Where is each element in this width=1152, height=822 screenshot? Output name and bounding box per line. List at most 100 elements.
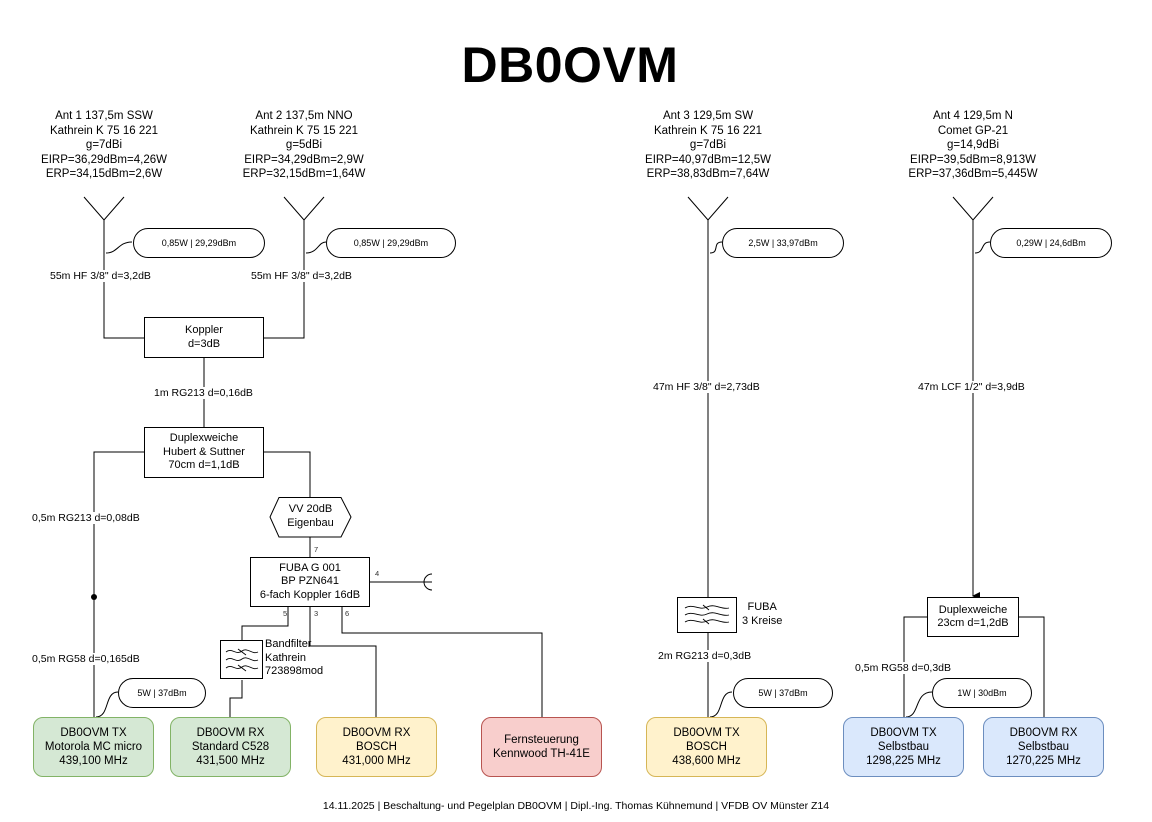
device-frequency: 439,100 MHz	[59, 755, 128, 767]
wire-duplex23-tx	[903, 616, 927, 717]
antenna-3-icon	[687, 196, 729, 597]
antenna-gain: g=14,9dBi	[946, 139, 1000, 151]
antenna-name: Ant 4 129,5m N	[933, 110, 1013, 122]
page-title: DB0OVM	[461, 37, 679, 93]
antenna-model: Kathrein K 75 16 221	[653, 124, 763, 137]
cable-label-ant4: 47m LCF 1/2" d=3,9dB	[917, 381, 1026, 393]
device-name: DB0OVM RX	[342, 727, 411, 739]
fuba-filter-label: FUBA 3 Kreise	[742, 601, 782, 628]
device-name: DB0OVM TX	[60, 727, 127, 739]
device-frequency: 1270,225 MHz	[1006, 755, 1081, 767]
antenna-eirp: EIRP=34,29dBm=2,9W	[244, 153, 364, 166]
antenna-erp: ERP=37,36dBm=5,445W	[908, 168, 1038, 180]
cable-label-tx-bosch: 2m RG213 d=0,3dB	[657, 650, 753, 662]
cable-label-koppler: 1m RG213 d=0,16dB	[153, 387, 254, 399]
duplexer-maker: Hubert & Suttner	[163, 445, 245, 458]
wire-duplex23-rx	[1019, 616, 1045, 717]
cable-label-duplex23: 0,5m RG58 d=0,3dB	[854, 662, 953, 674]
power-label-tx-bosch: 5W | 37dBm	[733, 678, 833, 708]
preamp-subtitle: Eigenbau	[287, 517, 334, 529]
antenna-model: Kathrein K 75 15 221	[249, 124, 359, 137]
koppler-title: Koppler	[185, 324, 223, 336]
device-remote-control: Fernsteuerung Kennwood TH-41E	[481, 717, 602, 777]
cable-label-tx1: 0,5m RG58 d=0,165dB	[31, 653, 141, 665]
antenna-gain: g=7dBi	[689, 139, 727, 151]
antenna-erp: ERP=32,15dBm=1,64W	[242, 168, 366, 180]
wire-duplex-tx1	[93, 451, 144, 717]
port-7: 7	[314, 545, 319, 554]
coupler-title: FUBA G 001	[279, 561, 341, 574]
antenna-model: Kathrein K 75 16 221	[49, 124, 159, 137]
device-frequency: 431,500 MHz	[196, 755, 265, 767]
duplexer-23cm-box: Duplexweiche 23cm d=1,2dB	[927, 597, 1019, 637]
device-name: DB0OVM TX	[870, 727, 937, 739]
fuba-filter-spec: 3 Kreise	[742, 614, 783, 627]
wire-port6	[341, 606, 543, 717]
wire-port3	[309, 606, 377, 717]
device-model: Motorola MC micro	[44, 741, 143, 753]
antenna-eirp: EIRP=40,97dBm=12,5W	[645, 153, 771, 166]
duplexer-70cm-box: Duplexweiche Hubert & Suttner 70cm d=1,1…	[144, 427, 264, 478]
device-model: Standard C528	[191, 741, 270, 753]
port-6: 6	[345, 609, 350, 618]
wire-bandfilter-rx	[229, 680, 243, 717]
fuba-filter-icon	[677, 597, 737, 633]
koppler-box: Koppler d=3dB	[144, 317, 264, 358]
bandfilter-title: Bandfilter	[265, 638, 312, 650]
antenna-3-info: Ant 3 129,5m SW Kathrein K 75 16 221 g=7…	[608, 109, 808, 182]
power-label-tx1: 5W | 37dBm	[118, 678, 206, 708]
device-frequency: 1298,225 MHz	[866, 755, 941, 767]
antenna-2-icon	[264, 196, 325, 339]
antenna-2-info: Ant 2 137,5m NNO Kathrein K 75 15 221 g=…	[204, 109, 404, 182]
cable-label-ant3: 47m HF 3/8" d=2,73dB	[652, 381, 761, 393]
antenna-1-info: Ant 1 137,5m SSW Kathrein K 75 16 221 g=…	[4, 109, 204, 182]
power-label-ant2: 0,85W | 29,29dBm	[326, 228, 456, 258]
device-rx-bosch: DB0OVM RX BOSCH 431,000 MHz	[316, 717, 437, 777]
device-model: Kennwood TH-41E	[493, 748, 590, 760]
duplexer-title: Duplexweiche	[938, 603, 1008, 616]
antenna-4-info: Ant 4 129,5m N Comet GP-21 g=14,9dBi EIR…	[873, 109, 1073, 182]
fuba-coupler-box: FUBA G 001 BP PZN641 6-fach Koppler 16dB	[250, 557, 370, 607]
bandfilter-icon	[220, 640, 263, 679]
preamp-label: VV 20dB Eigenbau	[269, 502, 352, 530]
preamp-hexagon	[269, 497, 352, 538]
antenna-erp: ERP=38,83dBm=7,64W	[646, 168, 770, 180]
bandfilter-model: 723898mod	[265, 665, 324, 677]
device-name: Fernsteuerung	[504, 734, 579, 746]
device-name: DB0OVM TX	[673, 727, 740, 739]
antenna-name: Ant 2 137,5m NNO	[255, 110, 353, 122]
antenna-erp: ERP=34,15dBm=2,6W	[45, 168, 163, 180]
device-model: BOSCH	[686, 741, 727, 753]
duplexer-title: Duplexweiche	[169, 432, 239, 445]
device-tx-23cm: DB0OVM TX Selbstbau 1298,225 MHz	[843, 717, 964, 777]
antenna-gain: g=5dBi	[285, 139, 323, 151]
preamp-title: VV 20dB	[288, 503, 333, 515]
device-rx-standard: DB0OVM RX Standard C528 431,500 MHz	[170, 717, 291, 777]
antenna-4-icon	[952, 196, 994, 221]
footer: 14.11.2025 | Beschaltung- und Pegelplan …	[322, 800, 830, 812]
device-tx-bosch: DB0OVM TX BOSCH 438,600 MHz	[646, 717, 767, 777]
device-name: DB0OVM RX	[196, 727, 265, 739]
power-label-ant3: 2,5W | 33,97dBm	[722, 228, 844, 258]
cable-label-ant2: 55m HF 3/8" d=3,2dB	[250, 270, 353, 282]
antenna-eirp: EIRP=39,5dBm=8,913W	[910, 153, 1036, 166]
wire-duplex-vv	[264, 451, 311, 497]
device-model: Selbstbau	[1017, 741, 1070, 753]
antenna-name: Ant 3 129,5m SW	[662, 110, 754, 122]
fuba-filter-title: FUBA	[747, 601, 777, 613]
power-label-ant1: 0,85W | 29,29dBm	[133, 228, 265, 258]
coupler-model: BP PZN641	[281, 575, 339, 588]
device-frequency: 438,600 MHz	[672, 755, 741, 767]
koppler-loss: d=3dB	[187, 337, 221, 350]
device-tx-motorola: DB0OVM TX Motorola MC micro 439,100 MHz	[33, 717, 154, 777]
port-3: 3	[314, 609, 319, 618]
wire-port5	[241, 606, 289, 640]
port-5: 5	[283, 609, 288, 618]
port-4: 4	[375, 569, 380, 578]
terminator-icon	[423, 573, 433, 591]
antenna-name: Ant 1 137,5m SSW	[55, 110, 153, 122]
device-rx-23cm: DB0OVM RX Selbstbau 1270,225 MHz	[983, 717, 1104, 777]
antenna-1-icon	[83, 196, 144, 339]
power-label-tx23: 1W | 30dBm	[932, 678, 1032, 708]
